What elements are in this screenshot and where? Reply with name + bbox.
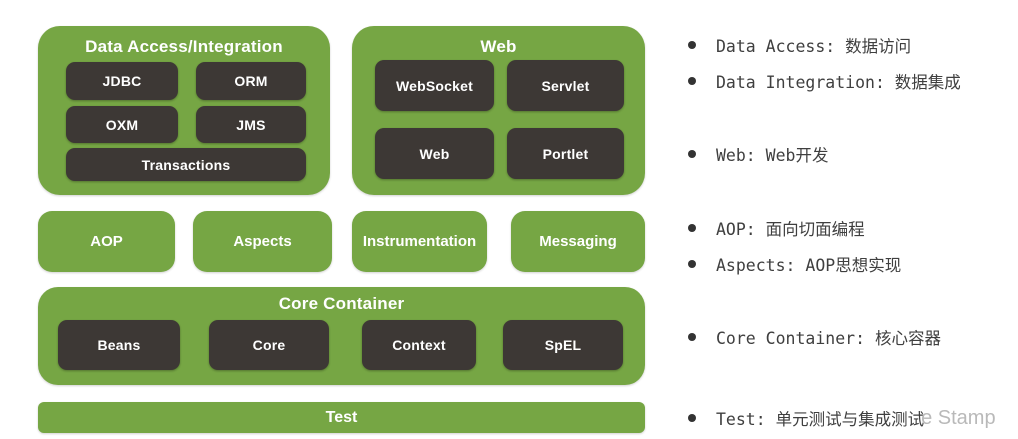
module-instrumentation: Instrumentation	[352, 211, 487, 272]
bullet-icon	[688, 414, 696, 422]
module-aspects: Aspects	[193, 211, 332, 272]
note-text: Data Integration: 数据集成	[716, 73, 961, 92]
bullet-icon	[688, 77, 696, 85]
bullet-icon	[688, 260, 696, 268]
box-context: Context	[362, 320, 476, 370]
box-websocket: WebSocket	[375, 60, 494, 111]
note-text: Web: Web开发	[716, 146, 829, 165]
note-web: Web: Web开发	[688, 143, 828, 165]
box-web: Web	[375, 128, 494, 179]
box-jdbc: JDBC	[66, 62, 178, 100]
container-web: Web WebSocket Servlet Web Portlet	[352, 26, 645, 195]
bullet-icon	[688, 41, 696, 49]
note-text: AOP: 面向切面编程	[716, 220, 865, 239]
container-title-web: Web	[480, 37, 517, 56]
container-core: Core Container Beans Core Context SpEL	[38, 287, 645, 385]
note-data-access: Data Access: 数据访问	[688, 34, 911, 56]
box-beans: Beans	[58, 320, 180, 370]
bullet-icon	[688, 333, 696, 341]
container-title-core: Core Container	[278, 294, 405, 313]
box-oxm: OXM	[66, 106, 178, 143]
watermark-text: e Stamp	[921, 406, 996, 429]
note-text: Test: 单元测试与集成测试	[716, 410, 925, 429]
box-transactions: Transactions	[66, 148, 306, 181]
module-test: Test	[38, 402, 645, 433]
note-data-integration: Data Integration: 数据集成	[688, 70, 961, 92]
container-data-access-integration: Data Access/Integration JDBC ORM OXM JMS…	[38, 26, 330, 195]
note-test: Test: 单元测试与集成测试 e Stamp	[688, 407, 996, 429]
box-jms: JMS	[196, 106, 306, 143]
box-servlet: Servlet	[507, 60, 624, 111]
note-core-container: Core Container: 核心容器	[688, 326, 941, 348]
bullet-icon	[688, 150, 696, 158]
box-spel: SpEL	[503, 320, 623, 370]
note-aop: AOP: 面向切面编程	[688, 217, 865, 239]
module-messaging: Messaging	[511, 211, 645, 272]
bullet-icon	[688, 224, 696, 232]
box-portlet: Portlet	[507, 128, 624, 179]
box-core: Core	[209, 320, 329, 370]
box-orm: ORM	[196, 62, 306, 100]
module-aop: AOP	[38, 211, 175, 272]
container-title-data-access-integration: Data Access/Integration	[85, 37, 283, 56]
note-aspects: Aspects: AOP思想实现	[688, 253, 901, 275]
note-text: Aspects: AOP思想实现	[716, 256, 902, 275]
note-text: Core Container: 核心容器	[716, 329, 941, 348]
note-text: Data Access: 数据访问	[716, 37, 912, 56]
